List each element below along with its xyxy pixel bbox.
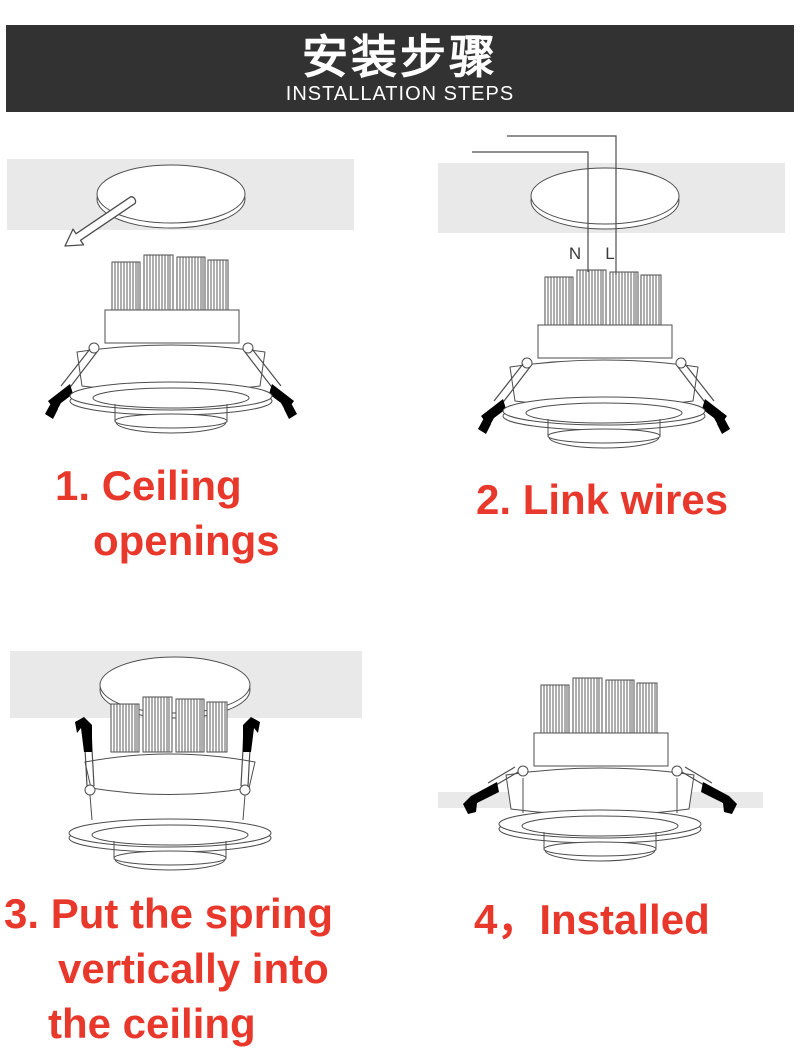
cutout-hole-icon [530, 167, 680, 230]
live-wire [507, 135, 617, 275]
page-title: 安装步骤 [302, 31, 498, 83]
step-2-illustration: N L [438, 135, 785, 449]
downlight-icon [462, 677, 738, 862]
caption-line: 1. Ceiling [55, 462, 242, 509]
step-1-illustration [7, 159, 354, 434]
wire-lines [472, 135, 617, 275]
step-1-caption: 1. Ceiling openings [55, 458, 280, 568]
caption-line: 3. Put the spring [4, 890, 334, 937]
caption-line: 4，Installed [474, 896, 710, 943]
downlight-icon [477, 269, 731, 449]
header-banner: 安装步骤 INSTALLATION STEPS [6, 25, 794, 112]
step-4-caption: 4，Installed [474, 892, 710, 947]
caption-line: openings [93, 517, 280, 564]
caption-line: 2. Link wires [476, 476, 729, 523]
neutral-wire [472, 151, 589, 272]
page-subtitle: INSTALLATION STEPS [285, 83, 515, 105]
wire-label-l: L [605, 244, 614, 263]
downlight-icon [44, 254, 298, 434]
step-2-caption: 2. Link wires [476, 472, 728, 527]
cutout-hole-icon [96, 164, 246, 229]
step-3-illustration [10, 651, 362, 871]
wire-label-n: N [569, 244, 581, 263]
caption-line: vertically into [58, 945, 329, 992]
caption-line: the ceiling [48, 1000, 256, 1047]
step-3-caption: 3. Put the spring vertically into the ce… [4, 886, 333, 1051]
step-4-illustration [438, 677, 763, 862]
pry-arrow-icon [64, 196, 137, 247]
downlight-icon [68, 696, 272, 871]
